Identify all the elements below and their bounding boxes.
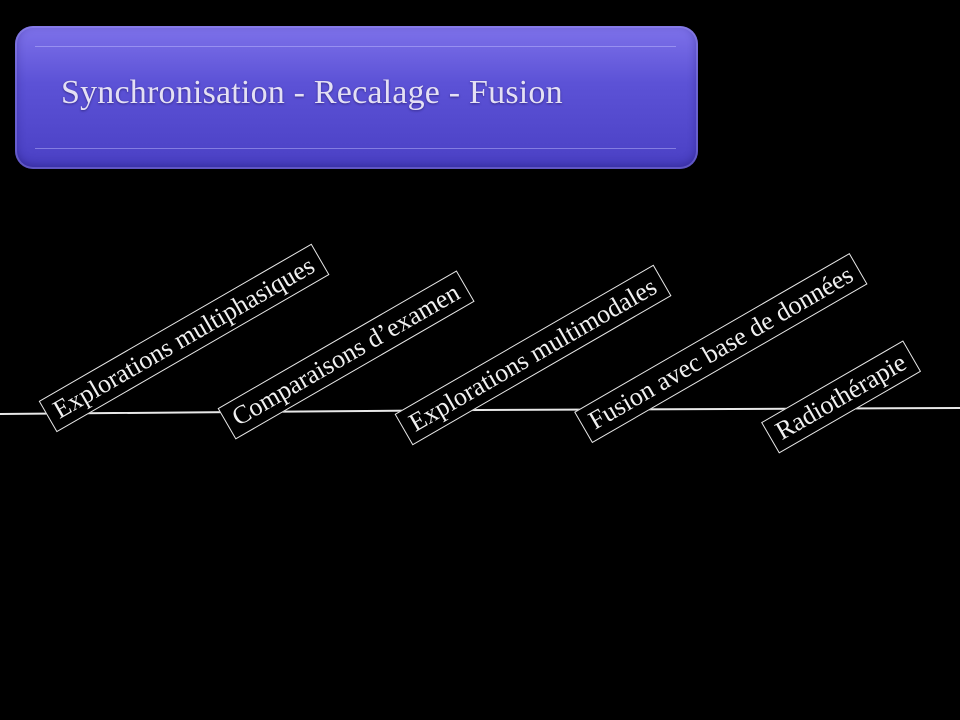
label-radiotherapie: Radiothérapie [761, 340, 921, 454]
banner-bottom-rule [35, 148, 676, 149]
slide-title: Synchronisation - Recalage - Fusion [61, 74, 563, 111]
banner-top-rule [35, 46, 676, 47]
title-banner: Synchronisation - Recalage - Fusion [15, 26, 698, 169]
